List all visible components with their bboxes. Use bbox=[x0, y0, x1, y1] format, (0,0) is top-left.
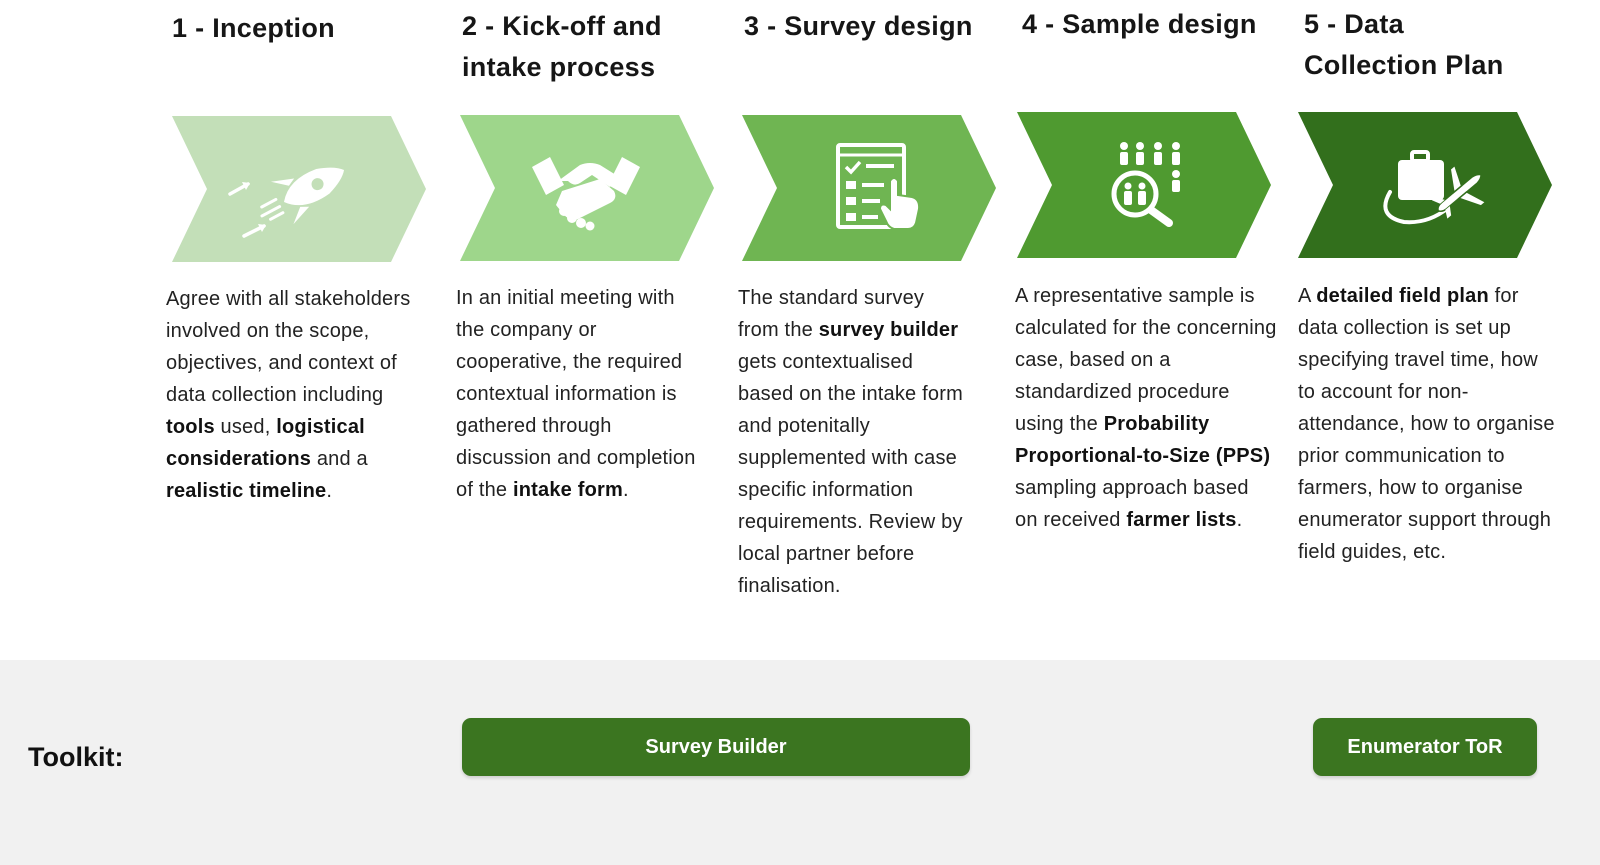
description-run: . bbox=[326, 480, 333, 502]
description-bold-run: logistical considerations bbox=[166, 416, 365, 470]
step-2-chevron bbox=[460, 115, 716, 261]
travel-suitcase-icon bbox=[1383, 150, 1488, 225]
handshake-icon bbox=[532, 157, 640, 231]
description-run: Agree with all stakeholders involved on … bbox=[166, 288, 411, 406]
step-5-description: A detailed field plan for data collectio… bbox=[1298, 280, 1560, 568]
step-3-chevron bbox=[742, 115, 998, 261]
survey-builder-button[interactable]: Survey Builder bbox=[462, 718, 970, 776]
enumerator-tor-button[interactable]: Enumerator ToR bbox=[1313, 718, 1537, 776]
step-5-title: 5 - Data Collection Plan bbox=[1304, 9, 1504, 80]
description-run: The standard survey from the bbox=[738, 287, 925, 341]
step-1-title: 1 - Inception bbox=[172, 13, 335, 43]
description-run: A bbox=[1298, 285, 1317, 307]
sample-search-icon bbox=[1111, 142, 1180, 227]
toolkit-label: Toolkit: bbox=[28, 742, 124, 772]
description-run: In an initial meeting with the company o… bbox=[456, 287, 696, 501]
step-4-title: 4 - Sample design bbox=[1022, 9, 1257, 39]
step-1-description: Agree with all stakeholders involved on … bbox=[166, 283, 428, 507]
step-2-description: In an initial meeting with the company o… bbox=[456, 282, 696, 506]
description-bold-run: realistic timeline bbox=[166, 480, 327, 502]
description-run: gets contextualised based on the intake … bbox=[738, 351, 963, 597]
step-3-chevron-shape bbox=[742, 115, 996, 261]
step-1-chevron bbox=[172, 116, 428, 262]
description-run: . bbox=[1236, 509, 1243, 531]
description-bold-run: farmer lists bbox=[1126, 509, 1237, 531]
description-bold-run: survey builder bbox=[818, 319, 959, 341]
description-bold-run: tools bbox=[166, 416, 215, 438]
step-4-description: A representative sample is calculated fo… bbox=[1015, 280, 1277, 536]
step-3-description: The standard survey from the survey buil… bbox=[738, 282, 970, 602]
description-run: A representative sample is calculated fo… bbox=[1015, 285, 1277, 435]
description-run: used, bbox=[214, 416, 277, 438]
description-run: sampling approach based on received bbox=[1015, 477, 1249, 531]
description-run: . bbox=[623, 479, 629, 501]
step-4-chevron bbox=[1017, 112, 1273, 258]
step-2-title: 2 - Kick-off and intake process bbox=[462, 11, 662, 82]
step-5-chevron bbox=[1298, 112, 1554, 258]
rocket-icon bbox=[228, 167, 345, 238]
description-bold-run: detailed field plan bbox=[1316, 285, 1489, 307]
process-diagram: 1 - Inception 2 - Kick-off and intake pr… bbox=[166, 9, 1560, 602]
description-run: and a bbox=[311, 448, 368, 470]
description-run: for data collection is set up specifying… bbox=[1298, 285, 1555, 563]
step-3-title: 3 - Survey design bbox=[744, 11, 973, 41]
toolkit-bar: Toolkit: Survey Builder Enumerator ToR bbox=[0, 660, 1600, 865]
description-bold-run: Probability Proportional-to-Size (PPS) bbox=[1015, 413, 1271, 467]
survey-checklist-icon bbox=[836, 143, 921, 230]
description-bold-run: intake form bbox=[513, 479, 624, 501]
